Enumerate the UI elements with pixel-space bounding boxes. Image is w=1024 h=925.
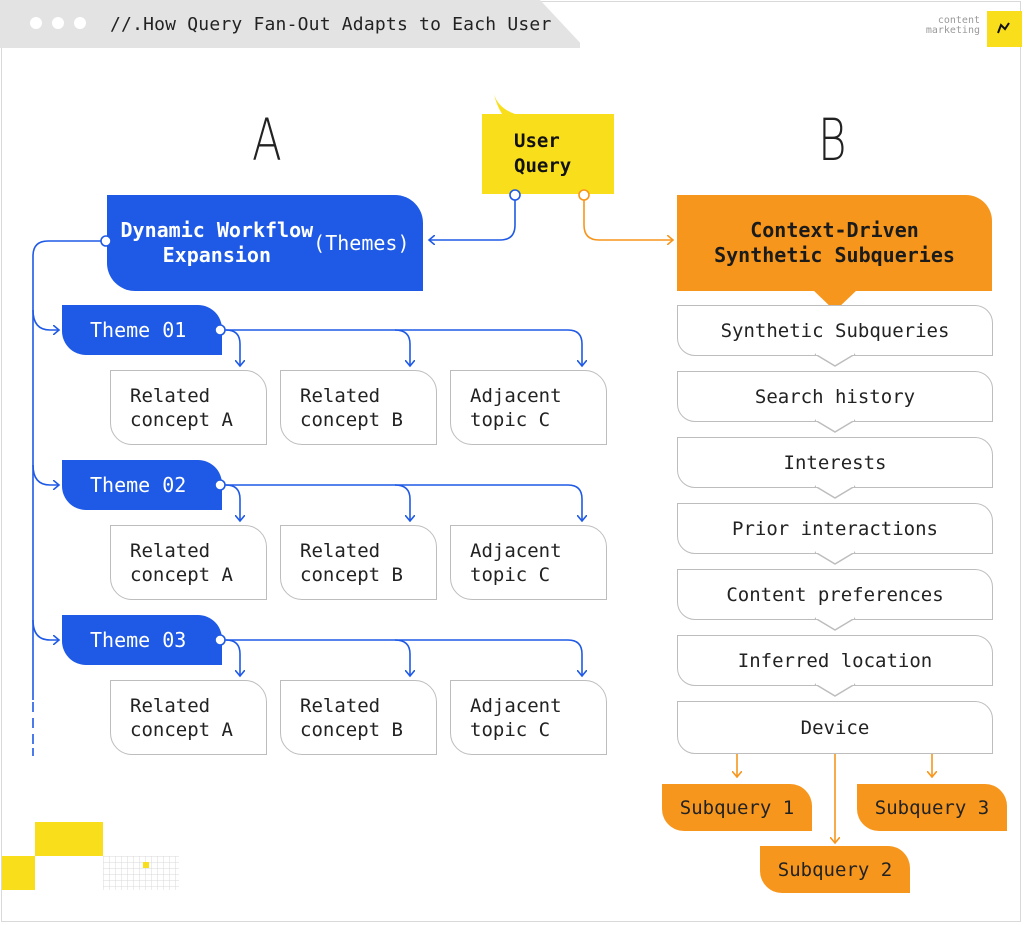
context-step: Inferred location xyxy=(677,635,993,686)
concept-box: Related concept B xyxy=(280,525,437,600)
section-label-a: A xyxy=(252,106,282,174)
window-dot-icon xyxy=(74,17,86,29)
section-label-b: B xyxy=(818,106,847,174)
title-bar xyxy=(0,0,580,48)
context-step: Content preferences xyxy=(677,569,993,620)
brand-logo: content marketing xyxy=(926,16,980,36)
concept-box: Adjacent topic C xyxy=(450,680,607,755)
context-driven-header: Context-Driven Synthetic Subqueries xyxy=(677,195,992,291)
decor-square xyxy=(2,856,35,890)
brand-mark-icon xyxy=(987,11,1022,47)
node-dot-icon xyxy=(100,235,112,247)
concept-box: Related concept A xyxy=(110,680,267,755)
concept-box: Related concept A xyxy=(110,525,267,600)
theme-box: Theme 02 xyxy=(62,460,222,510)
decor-square xyxy=(35,822,103,856)
window-dot-icon xyxy=(52,17,64,29)
dynamic-workflow-header: Dynamic Workflow Expansion (Themes) xyxy=(107,195,423,291)
decor-grid xyxy=(103,856,179,890)
node-dot-icon xyxy=(578,189,590,201)
context-step: Synthetic Subqueries xyxy=(677,305,993,356)
brand-text-1: content xyxy=(937,15,980,26)
window-dot-icon xyxy=(30,17,42,29)
concept-box: Adjacent topic C xyxy=(450,525,607,600)
theme-box: Theme 03 xyxy=(62,615,222,665)
node-dot-icon xyxy=(214,324,226,336)
subquery-box: Subquery 3 xyxy=(857,784,1007,831)
subquery-box: Subquery 2 xyxy=(760,846,910,893)
concept-box: Adjacent topic C xyxy=(450,370,607,445)
node-dot-icon xyxy=(509,189,521,201)
concept-box: Related concept A xyxy=(110,370,267,445)
header-pointer-icon xyxy=(812,289,858,311)
concept-box: Related concept B xyxy=(280,370,437,445)
concept-box: Related concept B xyxy=(280,680,437,755)
node-dot-icon xyxy=(214,479,226,491)
context-step: Device xyxy=(677,701,993,754)
theme-box: Theme 01 xyxy=(62,305,222,355)
subquery-box: Subquery 1 xyxy=(662,784,812,831)
brand-text-2: marketing xyxy=(925,25,980,36)
user-query-box: User Query xyxy=(482,114,614,194)
context-step: Interests xyxy=(677,437,993,488)
header-light-text: (Themes) xyxy=(313,230,410,255)
page-title: //.How Query Fan-Out Adapts to Each User xyxy=(110,14,552,35)
header-bold-text: Dynamic Workflow Expansion xyxy=(120,218,314,267)
node-dot-icon xyxy=(214,634,226,646)
